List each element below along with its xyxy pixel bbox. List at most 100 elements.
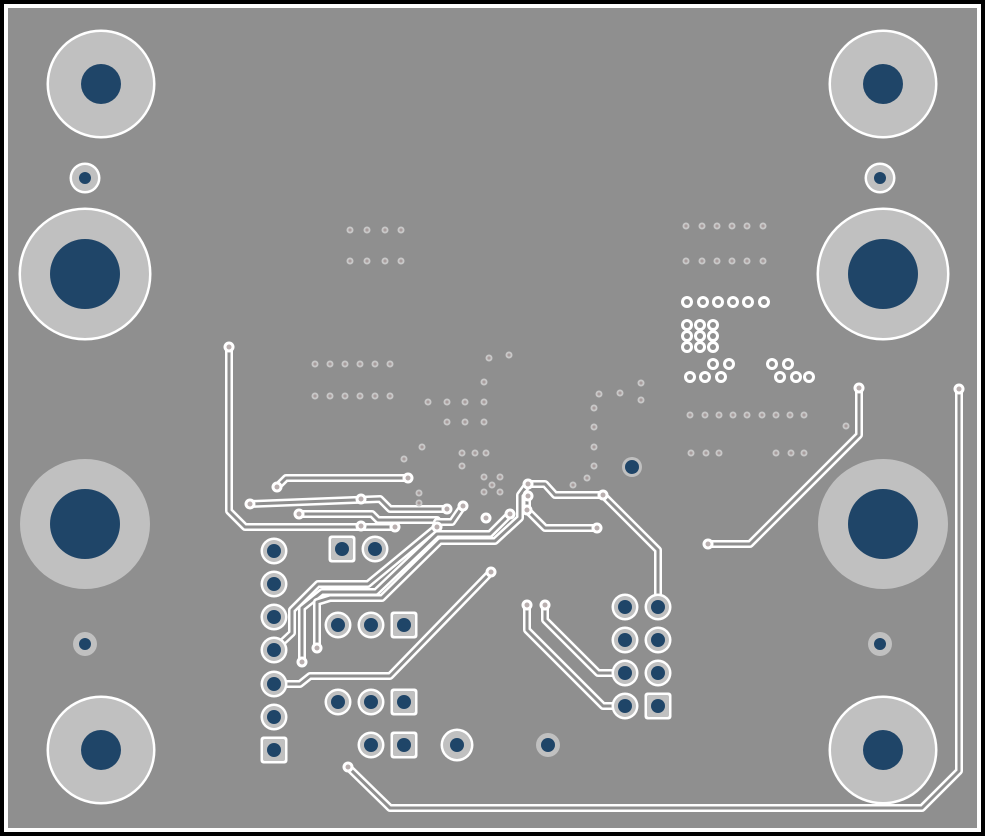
via [710,333,716,339]
via-small-hole [328,394,332,398]
via-small-hole [373,394,377,398]
drill-hole [397,695,411,709]
via-small-hole [498,490,502,494]
trace [270,523,441,654]
via [684,333,690,339]
trace-copper [248,497,449,511]
via [718,374,724,380]
via-small-hole [487,356,491,360]
trace [524,480,662,611]
mounting-hole [828,695,938,805]
drill-hole [651,633,665,647]
via-small-hole [498,475,502,479]
via-small-hole [745,259,749,263]
via-small-hole [373,362,377,366]
via [434,524,440,530]
via-small-hole [507,353,511,357]
via [358,523,364,529]
via-small-hole [760,413,764,417]
via-small-hole [788,413,792,417]
via-small-hole [313,362,317,366]
drill-hole [541,738,555,752]
header-pin [611,692,639,720]
header-pin [611,626,639,654]
via-small-hole [473,451,477,455]
through-hole-pad [357,688,385,716]
via [299,659,305,665]
via-small-hole [639,381,643,385]
via-small-hole [365,259,369,263]
through-hole-pad [357,731,385,759]
trace [298,510,514,666]
via-small-hole [490,483,494,487]
through-hole-pad [622,457,642,477]
mounting-hole-large [20,459,150,589]
via [600,492,606,498]
via-small-hole [789,451,793,455]
via-small-hole [388,394,392,398]
trace-copper [315,482,530,650]
via-small-hole [700,259,704,263]
via [697,344,703,350]
header-pin [644,593,672,621]
drill-hole [450,738,464,752]
via-small-hole [688,413,692,417]
trace-copper [272,570,493,686]
header-pin-1 [260,736,288,764]
via [761,299,767,305]
via-small-hole [313,394,317,398]
via [730,299,736,305]
header-pin [611,659,639,687]
drill-hole [618,633,632,647]
drill-hole [397,618,411,632]
via [785,361,791,367]
via-small-hole [460,464,464,468]
via-small-hole [802,451,806,455]
mounting-hole [828,29,938,139]
mounting-hole [46,29,156,139]
drill-hole [651,666,665,680]
header-pin [260,670,288,698]
header-pin [644,626,672,654]
via-small-hole [745,224,749,228]
via-small-hole [639,398,643,402]
via [684,322,690,328]
via-small-hole [592,445,596,449]
via-small-hole [358,362,362,366]
via [745,299,751,305]
via-pad [73,632,97,656]
via-small-hole [383,228,387,232]
via-small-hole [482,400,486,404]
via [392,524,398,530]
via-small-hole [420,445,424,449]
header-pin [644,659,672,687]
via-small-hole [399,259,403,263]
drill-hole [335,542,349,556]
drill-hole [79,172,91,184]
trace [704,384,863,548]
through-hole-pad [440,728,474,762]
board-substrate [8,8,977,828]
header-pin [260,537,288,565]
via [594,525,600,531]
drill-hole [397,738,411,752]
trace [270,568,495,688]
via-small-hole [585,476,589,480]
via [702,374,708,380]
via [700,299,706,305]
via-small-hole [445,400,449,404]
via-small-hole [482,490,486,494]
via-small-hole [761,224,765,228]
trace [295,510,441,524]
trace-copper [300,512,512,664]
header-pin [260,603,288,631]
via-small-hole [700,224,704,228]
via [507,511,513,517]
via-small-hole [484,451,488,455]
via [806,374,812,380]
trace-copper [706,386,861,546]
via-small-hole [426,400,430,404]
drill-hole [364,618,378,632]
via-small-hole [592,406,596,410]
through-hole-pad [324,611,352,639]
